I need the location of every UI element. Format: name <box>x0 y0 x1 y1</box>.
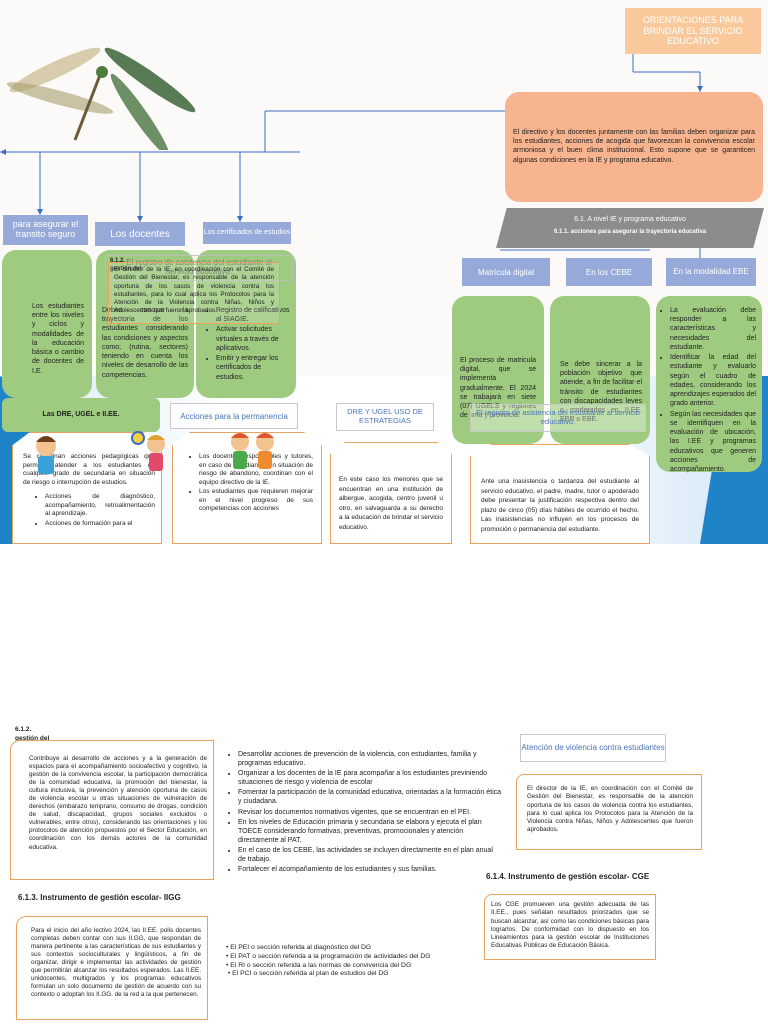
bullets-acciones: Desarrollar acciones de prevención de la… <box>226 750 502 875</box>
box-convivencia: Contribuye al desarrollo de acciones y a… <box>10 740 214 880</box>
box-albergue: En este caso los menores que se encuentr… <box>330 442 452 544</box>
connector-lines <box>0 35 703 258</box>
bottom-heading: 6.1.2. gestión del <box>15 726 50 742</box>
label-transito: para asegurar el transito seguro <box>3 215 88 245</box>
intro-text: El directivo y los docentes juntamente c… <box>513 129 755 164</box>
green-box-cebe: Se debe sincerar a la población objetivo… <box>550 296 650 444</box>
list-item: En los niveles de Educación primaria y s… <box>238 818 502 845</box>
list-item: Revisar los documentos normativos vigent… <box>238 808 502 817</box>
list-item: Desarrollar acciones de prevención de la… <box>238 750 502 768</box>
list-item: • El RI o sección referida a las normas … <box>226 961 412 969</box>
ebe-list: La evaluación debe responder a las carac… <box>662 306 756 474</box>
children-illustration-right <box>231 433 274 469</box>
heading-cge: 6.1.4. Instrumento de gestión escolar- C… <box>486 872 650 881</box>
list-item: Fortalecer el acompañamiento de los estu… <box>238 865 502 874</box>
green-box-docentes: Deben conocer la trayectoria de los estu… <box>96 250 194 398</box>
list-item: Emitir y entregar los certificados de es… <box>216 354 290 382</box>
box-violencia: El director de la IE, en coordinación co… <box>516 774 702 850</box>
list-item: La evaluación debe responder a las carac… <box>670 306 756 352</box>
green-box-matricula: El proceso de matricula digital, que se … <box>452 296 544 444</box>
banner: 6.1. A nivel IE y programa educativo 6.1… <box>496 208 764 248</box>
list-item: • El PAT o sección referida a la program… <box>226 952 431 960</box>
label-ebe: En la modalidad EBE <box>666 258 756 286</box>
box-docentes-permanencia: Los docentes responsables y tutores, en … <box>172 432 322 544</box>
list-item: Los estudiantes que requieren mejorar en… <box>199 488 313 514</box>
overlap-comite: El director de la IE, en coordinación co… <box>108 262 280 324</box>
green-box-ebe: La evaluación debe responder a las carac… <box>656 296 762 474</box>
label-docentes: Los docentes <box>95 222 185 246</box>
list-item: Los docentes responsables y tutores, en … <box>199 453 313 487</box>
list-item: En el caso de los CEBE, las actividades … <box>238 846 502 864</box>
label-certificados: Los certificados de estudios <box>203 222 291 244</box>
box-iigg: Para el inicio del año lectivo 2024, las… <box>16 916 208 1020</box>
list-item: Organizar a los docentes de la IE para a… <box>238 769 502 787</box>
banner-line1: 6.1. A nivel IE y programa educativo <box>574 216 686 223</box>
label-dre-ugel-iiee: Las DRE, UGEL e II.EE. <box>2 398 160 432</box>
list-item: • El PEI o sección referida al diagnósti… <box>226 944 372 951</box>
list-item: Identificar la edad del estudiante y eva… <box>670 353 756 408</box>
dragonfly-illustration <box>6 47 196 150</box>
label-matricula: Matrícula digital <box>462 258 550 286</box>
docentes-list: Los docentes responsables y tutores, en … <box>181 453 313 514</box>
list-item: Acciones de formación para el <box>45 520 155 529</box>
dg-list-block: • El PEI o sección referida al diagnósti… <box>226 944 466 979</box>
banner-line2: 6.1.1. acciones para asegurar la trayect… <box>553 229 707 235</box>
certificados-list: Registro de calificativos al SIAGIE. Act… <box>204 306 290 382</box>
green-box-estudiantes: Los estudiantes entre los niveles y cicl… <box>2 250 92 398</box>
list-item: • El PCI o sección referida al plan de e… <box>226 970 389 978</box>
overlap-heading: 6.1.2. gestión del <box>110 258 142 272</box>
heading-iigg: 6.1.3. Instrumento de gestión escolar- I… <box>18 893 181 902</box>
list-item: Según las necesidades que se identifique… <box>670 410 756 475</box>
intro-box: El directivo y los docentes juntamente c… <box>505 92 763 202</box>
box-inasistencia: Ante una inasistencia o tardanza del est… <box>470 444 650 544</box>
top-title-box: ORIENTACIONES PARA BRINDAR EL SERVICIO E… <box>625 8 761 54</box>
label-cebe: En los CEBE <box>566 258 652 286</box>
list-item: Registro de calificativos al SIAGIE. <box>216 306 290 324</box>
list-item: Activar solicitudes virtuales a través d… <box>216 325 290 353</box>
label-dre-ugel-estrategias: DRE Y UGEL USO DE ESTRATEGIAS <box>336 403 434 431</box>
label-atencion-violencia: Atención de violencia contra estudiantes <box>520 734 666 762</box>
children-illustration-left <box>36 431 165 474</box>
coordinan-list: Acciones de diagnóstico, acompañamiento,… <box>23 493 155 528</box>
label-registro-asistencia: El registro de asistencia del estudiante… <box>470 404 646 432</box>
box-cge: Los CGE promueven una gestión adecuada d… <box>484 894 656 960</box>
list-item: Acciones de diagnóstico, acompañamiento,… <box>45 493 155 519</box>
label-permanencia: Acciones para la permanencia <box>170 403 298 429</box>
list-item: Fomentar la participación de la comunida… <box>238 788 502 806</box>
acciones-list: Desarrollar acciones de prevención de la… <box>226 750 502 874</box>
box-coordinan: Se coordinan acciones pedagógicas que pe… <box>12 432 162 544</box>
top-title: ORIENTACIONES PARA BRINDAR EL SERVICIO E… <box>642 15 744 47</box>
